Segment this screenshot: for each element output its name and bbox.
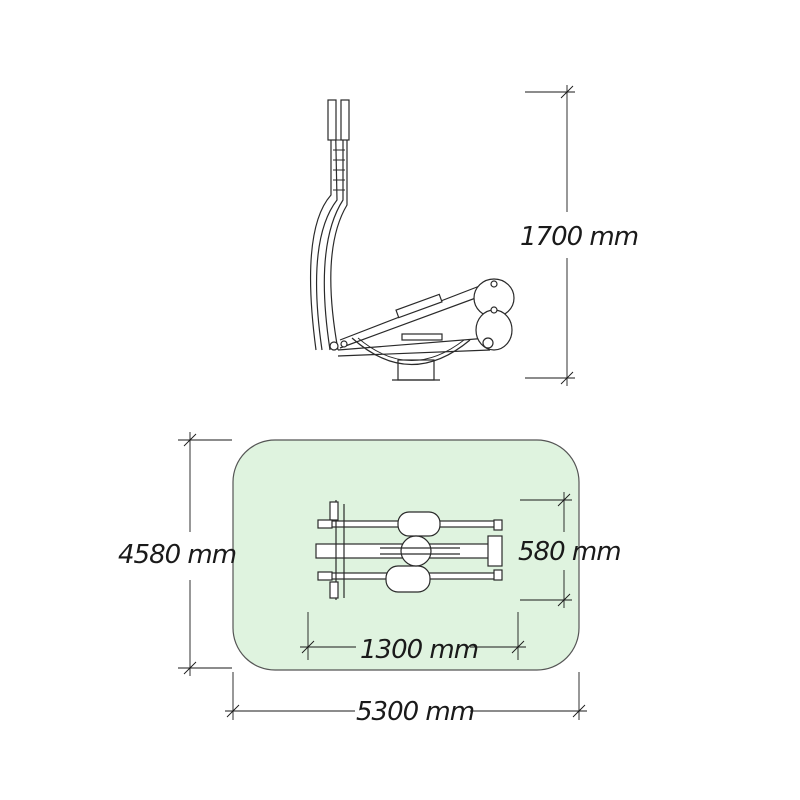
machine-width-dimension: 580 mm [518,492,622,608]
seat-pad-top [397,511,441,537]
length-label: 1300 mm [360,635,478,665]
height-label: 1700 mm [520,222,638,252]
length-dimension: 1300 mm [300,612,526,665]
machine-width-label: 580 mm [518,537,621,567]
rear-pads [473,278,515,351]
plan-view: 4580 mm 5300 mm 1300 mm [118,432,622,727]
handlebar-frame [310,99,350,351]
seat-pad-bottom [385,565,431,593]
machine-plan [315,500,503,600]
width-dimension: 5300 mm [225,672,587,727]
height-dimension: 1700 mm [520,85,639,386]
foot-bars [337,281,493,357]
depth-dimension: 4580 mm [118,432,237,676]
depth-label: 4580 mm [118,540,236,570]
side-elevation-view [310,99,515,381]
width-label: 5300 mm [356,697,474,727]
